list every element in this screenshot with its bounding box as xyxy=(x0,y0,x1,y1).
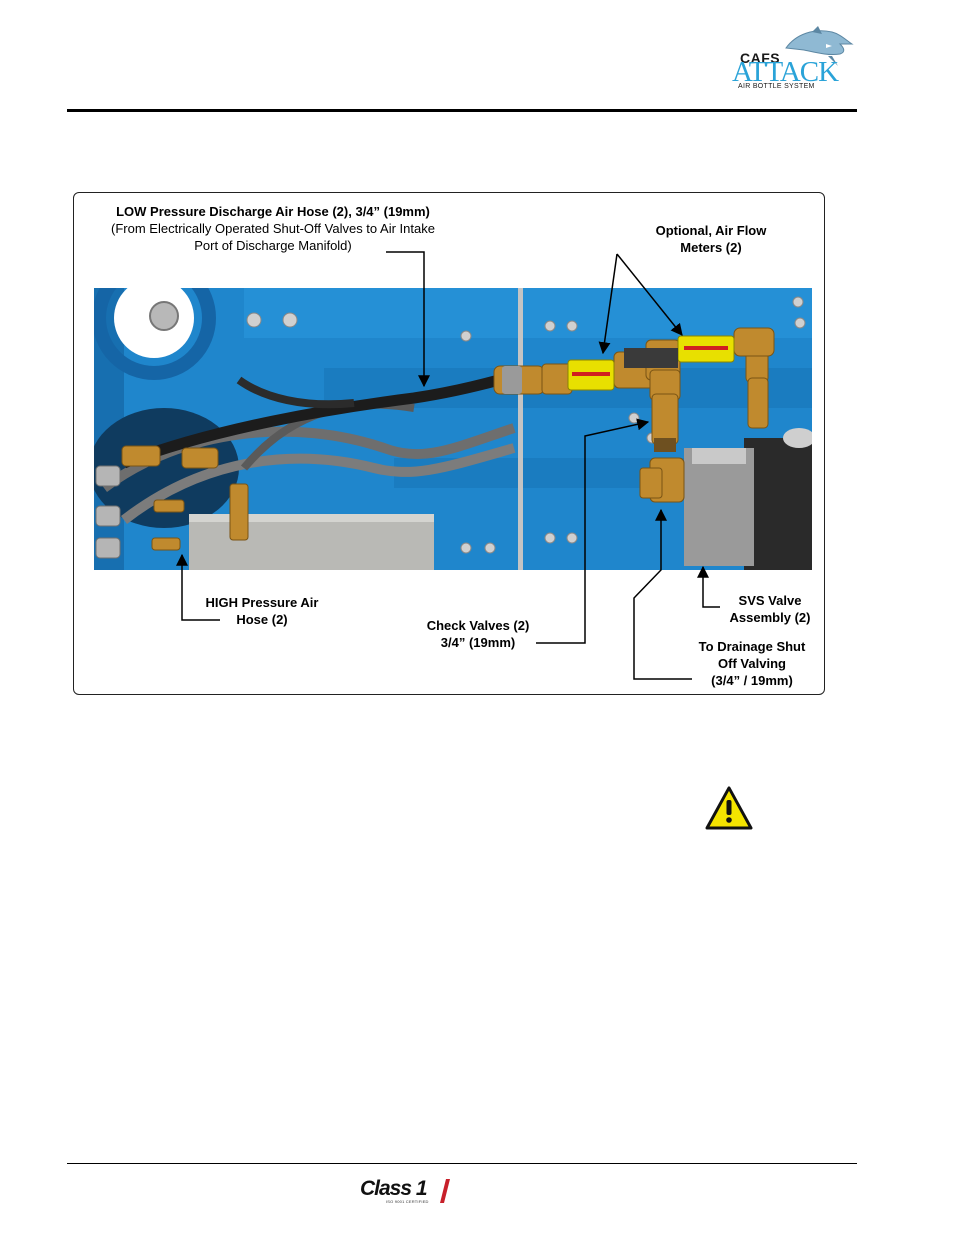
label-drainage-line2: Off Valving xyxy=(718,656,786,671)
class1-stripe-icon xyxy=(440,1179,450,1203)
equipment-photo xyxy=(94,288,812,570)
label-check-valves-line2: 3/4” (19mm) xyxy=(440,635,516,650)
label-drainage-line3: (3/4” / 19mm) xyxy=(711,673,793,688)
label-low-pressure-line3: Port of Discharge Manifold) xyxy=(194,238,352,253)
logo-attack-text: ATTACK xyxy=(732,56,839,88)
label-svs-valve-line1: SVS Valve xyxy=(738,593,802,608)
label-drainage-line1: To Drainage Shut xyxy=(698,639,806,654)
footer-rule xyxy=(67,1163,857,1164)
label-high-pressure-line1: HIGH Pressure Air xyxy=(205,595,319,610)
label-flow-meters: Optional, Air Flow Meters (2) xyxy=(640,222,782,256)
label-low-pressure-line2: (From Electrically Operated Shut-Off Val… xyxy=(111,221,435,236)
label-check-valves: Check Valves (2) 3/4” (19mm) xyxy=(414,617,542,651)
label-low-pressure: LOW Pressure Discharge Air Hose (2), 3/4… xyxy=(98,203,448,254)
label-high-pressure-line2: Hose (2) xyxy=(236,612,288,627)
label-drainage: To Drainage Shut Off Valving (3/4” / 19m… xyxy=(688,638,816,689)
label-flow-meters-line2: Meters (2) xyxy=(680,240,742,255)
logo-cafs-text: CAFS xyxy=(740,50,781,66)
class1-logo-subtitle: ISO 9001 CERTIFIED xyxy=(386,1199,429,1204)
class1-logo: Class 1 ISO 9001 CERTIFIED xyxy=(360,1177,452,1207)
figure-frame xyxy=(73,192,825,695)
label-check-valves-line1: Check Valves (2) xyxy=(426,618,530,633)
class1-logo-text: Class 1 xyxy=(360,1177,428,1200)
cafs-attack-logo: CAFS ATTACK AIR BOTTLE SYSTEM xyxy=(728,26,858,94)
header-rule xyxy=(67,109,857,112)
label-high-pressure: HIGH Pressure Air Hose (2) xyxy=(192,594,332,628)
label-flow-meters-line1: Optional, Air Flow xyxy=(655,223,767,238)
warning-triangle-icon xyxy=(705,786,753,830)
label-low-pressure-line1: LOW Pressure Discharge Air Hose (2), 3/4… xyxy=(116,204,430,219)
label-svs-valve-line2: Assembly (2) xyxy=(729,610,811,625)
logo-subtitle: AIR BOTTLE SYSTEM xyxy=(738,83,815,90)
label-svs-valve: SVS Valve Assembly (2) xyxy=(718,592,822,626)
shark-icon xyxy=(785,26,854,66)
